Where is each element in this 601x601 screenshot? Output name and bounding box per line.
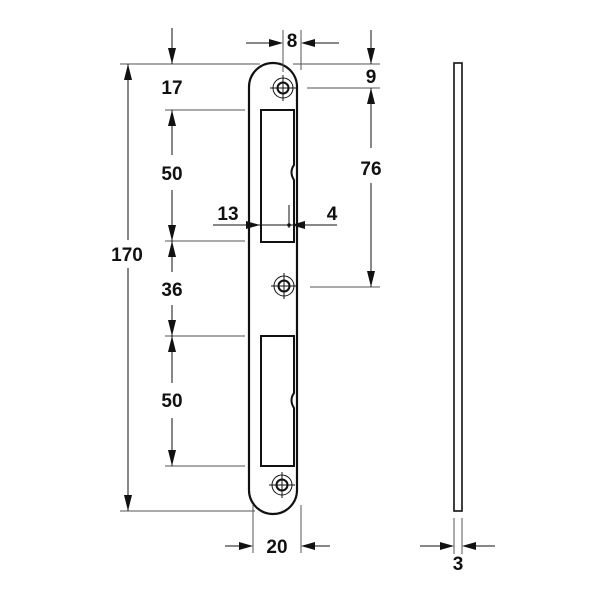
side-profile (453, 62, 463, 512)
hole-spacing-label: 76 (360, 159, 381, 180)
plate-outline (247, 61, 299, 516)
front-view (247, 61, 299, 516)
hole-offset-label: 8 (287, 31, 298, 52)
overall-height-label: 170 (111, 245, 143, 266)
lower-cutout-height-label: 50 (161, 391, 182, 412)
middle-screw-hole-icon (271, 273, 297, 299)
plate-width-label: 20 (266, 537, 287, 558)
right-dimensions: 8 9 76 (246, 30, 382, 288)
plate-width-dimension: 20 (225, 505, 330, 558)
cutout-width-dimensions: 13 4 (213, 204, 338, 229)
notch-depth-label: 4 (327, 204, 338, 225)
side-view: 3 (420, 62, 495, 575)
cutout-width-label: 13 (217, 204, 238, 225)
top-screw-hole-icon (270, 75, 296, 101)
top-offset-label: 17 (161, 78, 182, 99)
hole-top-offset-label: 9 (366, 67, 377, 88)
left-dimensions: 170 17 50 36 50 (104, 28, 260, 512)
lower-cutout (260, 335, 295, 467)
upper-cutout (260, 109, 295, 243)
upper-cutout-height-label: 50 (161, 164, 182, 185)
bottom-screw-hole-icon (269, 472, 295, 498)
thickness-label: 3 (453, 554, 464, 575)
between-cutouts-label: 36 (161, 280, 182, 301)
